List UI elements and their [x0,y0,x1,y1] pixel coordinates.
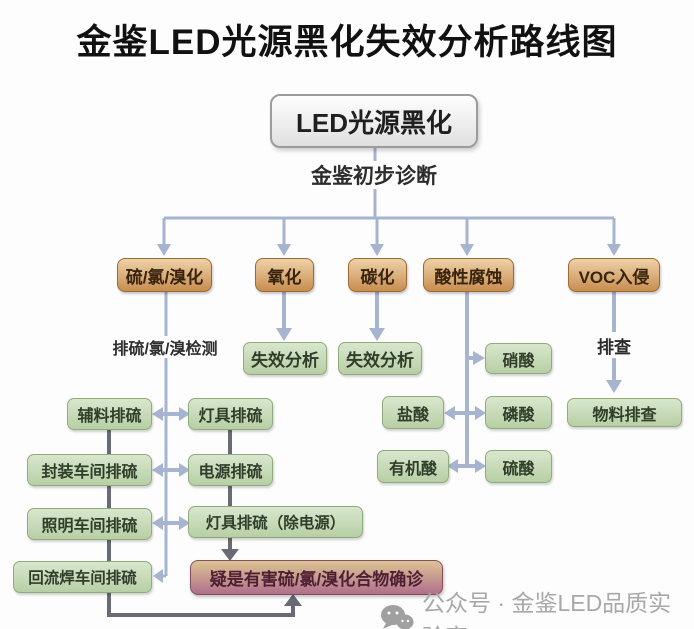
node-sulfuric-acid: 硫酸 [485,450,552,483]
connector-voc-branch [606,292,622,393]
node-organic-acid: 有机酸 [377,450,449,483]
label-sulfur-test: 排硫/氯/溴检测 [95,336,235,358]
wechat-icon [380,603,414,629]
connector-bottom-loop [107,593,302,617]
watermark: 公众号 · 金鉴LED品质实验室 [380,584,694,629]
connector-analysis-arrows [276,292,385,341]
cause-sulfur-chlorine-bromine: 硫/氯/溴化 [117,258,212,292]
node-material-check: 物料排查 [567,398,682,427]
label-voc-check: 排查 [589,334,639,357]
node-lamp-desulfur-except-power: 灯具排硫（除电源） [188,506,363,538]
flow-node-root: LED光源黑化 [270,94,478,148]
cause-carbonization: 碳化 [348,258,407,292]
node-conclusion-harmful-compound: 疑是有害硫/氯/溴化合物确诊 [190,560,443,595]
cause-oxidation: 氧化 [255,258,314,292]
connector-right-column [221,430,239,561]
node-lighting-workshop-desulfur: 照明车间排硫 [27,508,152,540]
node-nitric-acid: 硝酸 [485,343,552,374]
cause-acid-corrosion: 酸性腐蚀 [423,258,514,292]
label-diagnosis: 金鉴初步诊断 [289,161,459,189]
node-hydrochloric-acid: 盐酸 [382,396,444,429]
node-lamp-desulfur: 灯具排硫 [188,398,273,430]
connector-acid-branch [444,292,486,473]
connector-sulfur-cross-arrows [152,407,190,530]
cause-voc-intrusion: VOC入侵 [568,258,660,292]
node-failure-analysis-oxidation: 失效分析 [243,342,327,375]
node-phosphoric-acid: 磷酸 [485,396,552,429]
node-reflow-workshop-desulfur: 回流焊车间排硫 [13,561,152,593]
page-title: 金鉴LED光源黑化失效分析路线图 [76,23,618,62]
node-failure-analysis-carbonization: 失效分析 [338,342,422,375]
node-power-desulfur: 电源排硫 [188,454,273,486]
node-auxiliary-desulfur: 辅料排硫 [67,398,152,430]
watermark-text: 公众号 · 金鉴LED品质实验室 [422,590,672,629]
connector-root-to-rail [157,148,621,256]
node-packaging-workshop-desulfur: 封装车间排硫 [27,454,152,486]
